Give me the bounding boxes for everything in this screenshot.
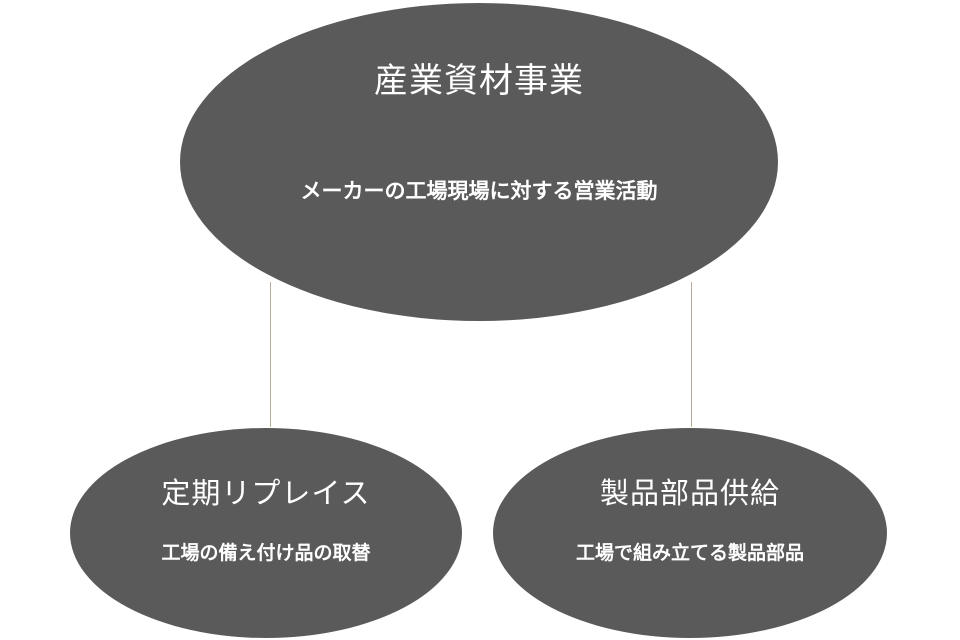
left-node-title: 定期リプレイス (161, 476, 371, 510)
top-node-ellipse: 産業資材事業 メーカーの工場現場に対する営業活動 (180, 3, 778, 321)
right-node-ellipse: 製品部品供給 工場で組み立てる製品部品 (493, 428, 887, 638)
left-node-subtitle: 工場の備え付け品の取替 (161, 542, 371, 564)
connector-right (691, 282, 692, 427)
top-node-title: 産業資材事業 (374, 61, 584, 101)
right-node-subtitle: 工場で組み立てる製品部品 (575, 542, 804, 564)
connector-left (270, 282, 271, 427)
top-node-subtitle: メーカーの工場現場に対する営業活動 (300, 178, 658, 203)
left-node-ellipse: 定期リプレイス 工場の備え付け品の取替 (70, 428, 462, 638)
right-node-title: 製品部品供給 (599, 476, 780, 510)
